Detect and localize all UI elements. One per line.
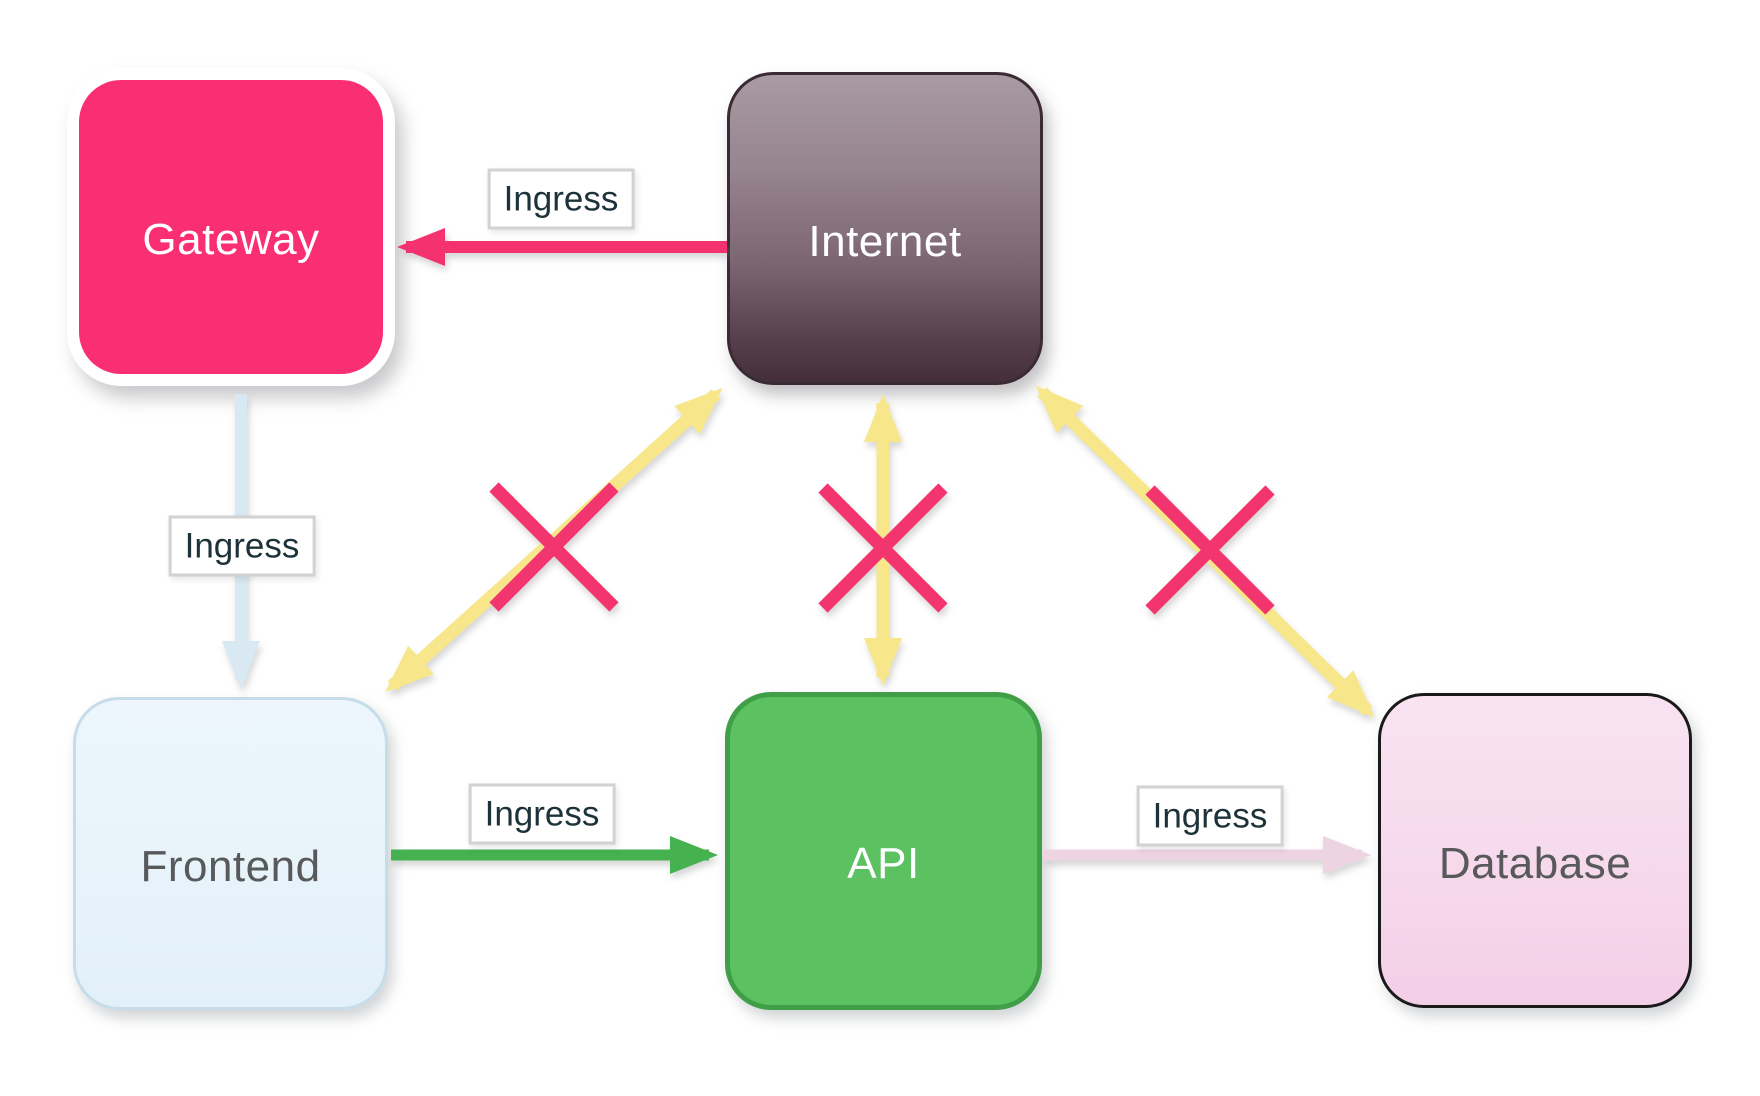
node-internet: Internet [727, 72, 1043, 385]
blocked-cross-internet-frontend [489, 482, 619, 612]
node-label-database: Database [1438, 838, 1632, 888]
blocked-cross-internet-database [1145, 485, 1275, 615]
edge-label-internet-gateway: Ingress [487, 168, 635, 230]
edge-internet-frontend-blocked [385, 387, 723, 693]
edge-label-gateway-frontend: Ingress [168, 515, 316, 577]
cross-arm [1145, 485, 1275, 615]
cross-arm [489, 482, 619, 612]
cross-arm [489, 482, 619, 612]
cross-arm [818, 483, 948, 613]
edge-label-api-database: Ingress [1136, 785, 1284, 847]
node-label-frontend: Frontend [140, 841, 321, 891]
node-label-internet: Internet [808, 216, 962, 266]
cross-arm [818, 483, 948, 613]
node-api: API [725, 692, 1042, 1010]
node-gateway: Gateway [79, 80, 383, 374]
node-label-api: API [847, 839, 920, 888]
node-frontend: Frontend [73, 697, 388, 1010]
edge-internet-database-blocked [1035, 385, 1375, 718]
edge-label-frontend-api: Ingress [468, 783, 616, 845]
cross-arm [1145, 485, 1275, 615]
node-database: Database [1378, 693, 1692, 1008]
blocked-cross-internet-api [818, 483, 948, 613]
node-label-gateway: Gateway [142, 215, 320, 264]
